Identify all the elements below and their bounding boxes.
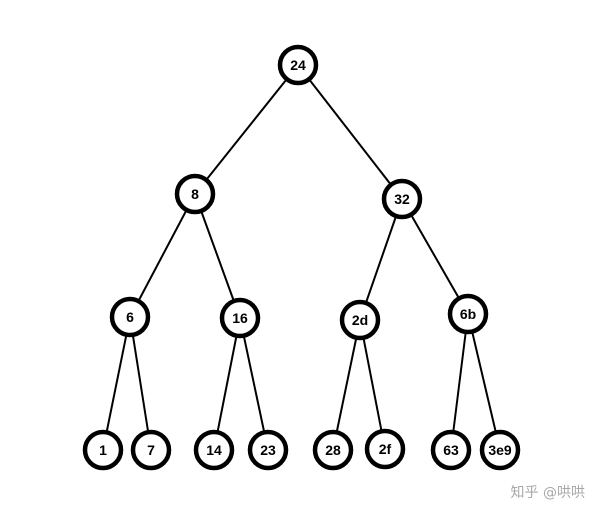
tree-edge	[102, 316, 131, 451]
tree-edge	[194, 64, 299, 195]
tree-node-label: 14	[206, 442, 222, 458]
tree-node-label: 6b	[460, 306, 476, 322]
tree-node: 6b	[447, 293, 489, 335]
tree-edge	[359, 319, 386, 450]
tree-node-circle	[339, 299, 381, 341]
tree-node: 16	[219, 297, 261, 339]
tree-nodes: 24 8 32 6 16 2d 6b 1 7 14 23 28 2f 63 3e9	[82, 44, 521, 471]
tree-node-circle	[130, 429, 172, 471]
tree-node-circle	[277, 44, 319, 86]
tree-node: 8	[174, 173, 216, 215]
tree-node-circle	[109, 296, 151, 338]
tree-node: 23	[247, 429, 289, 471]
tree-node-label: 24	[290, 57, 306, 73]
tree-edges	[102, 64, 501, 451]
tree-node-label: 2d	[352, 312, 368, 328]
tree-edge	[332, 319, 361, 451]
tree-node-circle	[82, 429, 124, 471]
tree-node-label: 1	[99, 442, 107, 458]
tree-node-label: 6	[126, 309, 134, 325]
tree-node: 24	[277, 44, 319, 86]
tree-edge	[467, 313, 501, 451]
tree-node-circle	[430, 429, 472, 471]
tree-node: 2f	[364, 428, 406, 470]
watermark: 知乎 @哄哄	[510, 485, 585, 501]
tree-node-circle	[247, 429, 289, 471]
tree-node-label: 16	[232, 310, 248, 326]
tree-node-label: 32	[394, 191, 410, 207]
tree-edge	[450, 313, 469, 451]
tree-node-label: 2f	[379, 441, 392, 457]
tree-edge	[297, 64, 403, 200]
tree-edge	[129, 316, 152, 451]
tree-node-label: 8	[191, 186, 199, 202]
tree-node-circle	[174, 173, 216, 215]
tree-node: 1	[82, 429, 124, 471]
tree-node: 2d	[339, 299, 381, 341]
tree-edge	[401, 198, 469, 315]
tree-node-label: 28	[325, 442, 341, 458]
tree-edge	[359, 198, 403, 321]
tree-node-label: 7	[147, 442, 155, 458]
tree-node: 14	[193, 429, 235, 471]
tree-edge	[129, 193, 196, 318]
tree-edge	[194, 193, 241, 319]
tree-node-circle	[479, 429, 521, 471]
tree-edge	[213, 317, 241, 451]
tree-node-label: 63	[443, 442, 459, 458]
tree-node-circle	[381, 178, 423, 220]
tree-node-circle	[312, 429, 354, 471]
tree-edge	[239, 317, 269, 451]
tree-node: 63	[430, 429, 472, 471]
tree-node: 32	[381, 178, 423, 220]
tree-node-label: 23	[260, 442, 276, 458]
tree-node-circle	[193, 429, 235, 471]
tree-node: 3e9	[479, 429, 521, 471]
tree-node-label: 3e9	[488, 442, 512, 458]
tree-node: 6	[109, 296, 151, 338]
tree-node: 7	[130, 429, 172, 471]
tree-node-circle	[447, 293, 489, 335]
tree-node: 28	[312, 429, 354, 471]
tree-node-circle	[219, 297, 261, 339]
tree-node-circle	[364, 428, 406, 470]
